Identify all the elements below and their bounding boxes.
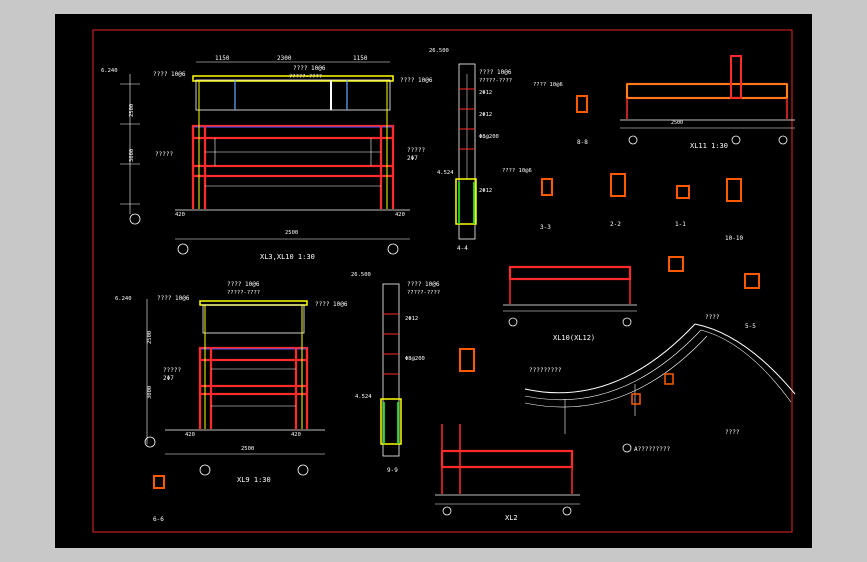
- dim-top-mid: 2300: [277, 55, 292, 62]
- section-88: ???? 10@6 8-8: [533, 82, 588, 146]
- roof-curve-detail: ????????? ???? A????????? ????: [524, 314, 796, 453]
- column-section-44: 26.500 ???? 10@6 ?????-???? 2Φ12 2Φ12 Φ8…: [429, 48, 512, 252]
- xl9-dim-base: 2500: [241, 446, 254, 452]
- title-sec1010: 10-10: [725, 235, 743, 242]
- note-xl3-6: ?????: [407, 147, 425, 154]
- xl9-dim-v2: 3000: [147, 386, 153, 399]
- xl9-dim-420a: 420: [185, 432, 195, 438]
- elevation-xl3: 1150 2300 1150 6.240 2500 3000 420 420 2…: [101, 55, 433, 261]
- sec88-note: ???? 10@6: [533, 82, 563, 88]
- title-xl12: XL10(XL12): [553, 334, 595, 342]
- dim-vert-1: 2500: [129, 104, 135, 117]
- sec33-note: ???? 10@6: [502, 168, 532, 174]
- dim-top-left: 1150: [215, 55, 230, 62]
- elevation-xl11: XL11 1:30 2500: [620, 55, 795, 150]
- xl9-dim-v1: 2500: [147, 331, 153, 344]
- sec99-level-2: 4.524: [355, 394, 372, 400]
- title-sec55: 5-5: [745, 323, 756, 330]
- xl9-note-2: ???? 10@6: [227, 281, 260, 288]
- section-66: 6-6: [153, 475, 165, 523]
- roof-note-1: ?????????: [529, 367, 562, 374]
- elevation-xl2: XL2: [435, 424, 580, 522]
- sec44-bar-4: 2Φ12: [479, 188, 492, 194]
- title-detail-a: A?????????: [634, 446, 671, 453]
- section-22: 2-2: [610, 173, 626, 228]
- drawing-svg: 1150 2300 1150 6.240 2500 3000 420 420 2…: [92, 29, 796, 533]
- section-1010: 10-10: [725, 178, 743, 242]
- sec99-bar-2: Φ8@200: [405, 356, 425, 362]
- title-sec11: 1-1: [675, 221, 686, 228]
- section-55: 5-5: [668, 256, 760, 330]
- title-xl2: XL2: [505, 514, 518, 522]
- xl9-note-6: 2Φ7: [163, 375, 174, 382]
- elev-level: 6.240: [101, 68, 118, 74]
- sheet-border: [92, 29, 793, 533]
- note-xl3-5: ?????: [155, 151, 173, 158]
- note-xl3-2: ?????-????: [289, 74, 322, 80]
- xl11-dim: 2500: [671, 120, 683, 126]
- sec44-bar-2: 2Φ12: [479, 112, 492, 118]
- sec99-note-2: ?????-????: [407, 290, 440, 296]
- dim-vert-2: 3000: [129, 149, 135, 162]
- xl9-level: 6.240: [115, 296, 132, 302]
- note-xl3-7: 2Φ7: [407, 155, 418, 162]
- title-sec88: 8-8: [577, 139, 588, 146]
- title-sec44: 4-4: [457, 245, 468, 252]
- elevation-xl12: XL10(XL12): [503, 265, 637, 342]
- title-xl3: XL3,XL10 1:30: [260, 253, 315, 261]
- section-33: ???? 10@6 3-3: [502, 168, 553, 231]
- column-section-99: 26.500 ???? 10@6 ?????-???? 2Φ12 Φ8@200 …: [351, 272, 440, 474]
- xl9-note-4: ???? 10@6: [315, 301, 348, 308]
- dim-base: 2500: [285, 230, 298, 236]
- xl9-note-1: ???? 10@6: [157, 295, 190, 302]
- title-sec66: 6-6: [153, 516, 164, 523]
- xl9-note-5: ?????: [163, 367, 181, 374]
- sec44-bar-3: Φ8@200: [479, 134, 499, 140]
- note-xl3-3: ???? 10@6: [153, 71, 186, 78]
- title-detail-b: ????: [725, 429, 740, 436]
- title-xl11: XL11 1:30: [690, 142, 728, 150]
- section-small-mid: [459, 348, 475, 372]
- drawing-sheet: 1150 2300 1150 6.240 2500 3000 420 420 2…: [55, 14, 812, 548]
- sec99-level: 26.500: [351, 272, 371, 278]
- xl9-note-3: ?????-????: [227, 290, 260, 296]
- xl9-dim-420b: 420: [291, 432, 301, 438]
- section-11: 1-1: [675, 185, 690, 228]
- title-sec99: 9-9: [387, 467, 398, 474]
- title-sec33: 3-3: [540, 224, 551, 231]
- title-sec22: 2-2: [610, 221, 621, 228]
- elevation-xl9: 6.240 2500 3000 420 420 2500 ???? 10@6 ?…: [115, 281, 348, 484]
- roof-note-2: ????: [705, 314, 720, 321]
- sec44-level: 26.500: [429, 48, 449, 54]
- sec99-bar-1: 2Φ12: [405, 316, 418, 322]
- note-xl3-4: ???? 10@6: [400, 77, 433, 84]
- title-xl9: XL9 1:30: [237, 476, 271, 484]
- sec44-level-2: 4.524: [437, 170, 454, 176]
- sec99-note-1: ???? 10@6: [407, 281, 440, 288]
- dim-top-right: 1150: [353, 55, 368, 62]
- sec44-note-2: ?????-????: [479, 78, 512, 84]
- dim-420-a: 420: [175, 212, 185, 218]
- dim-420-b: 420: [395, 212, 405, 218]
- sec44-bar-1: 2Φ12: [479, 90, 492, 96]
- note-xl3-1: ???? 10@6: [293, 65, 326, 72]
- sec44-note-1: ???? 10@6: [479, 69, 512, 76]
